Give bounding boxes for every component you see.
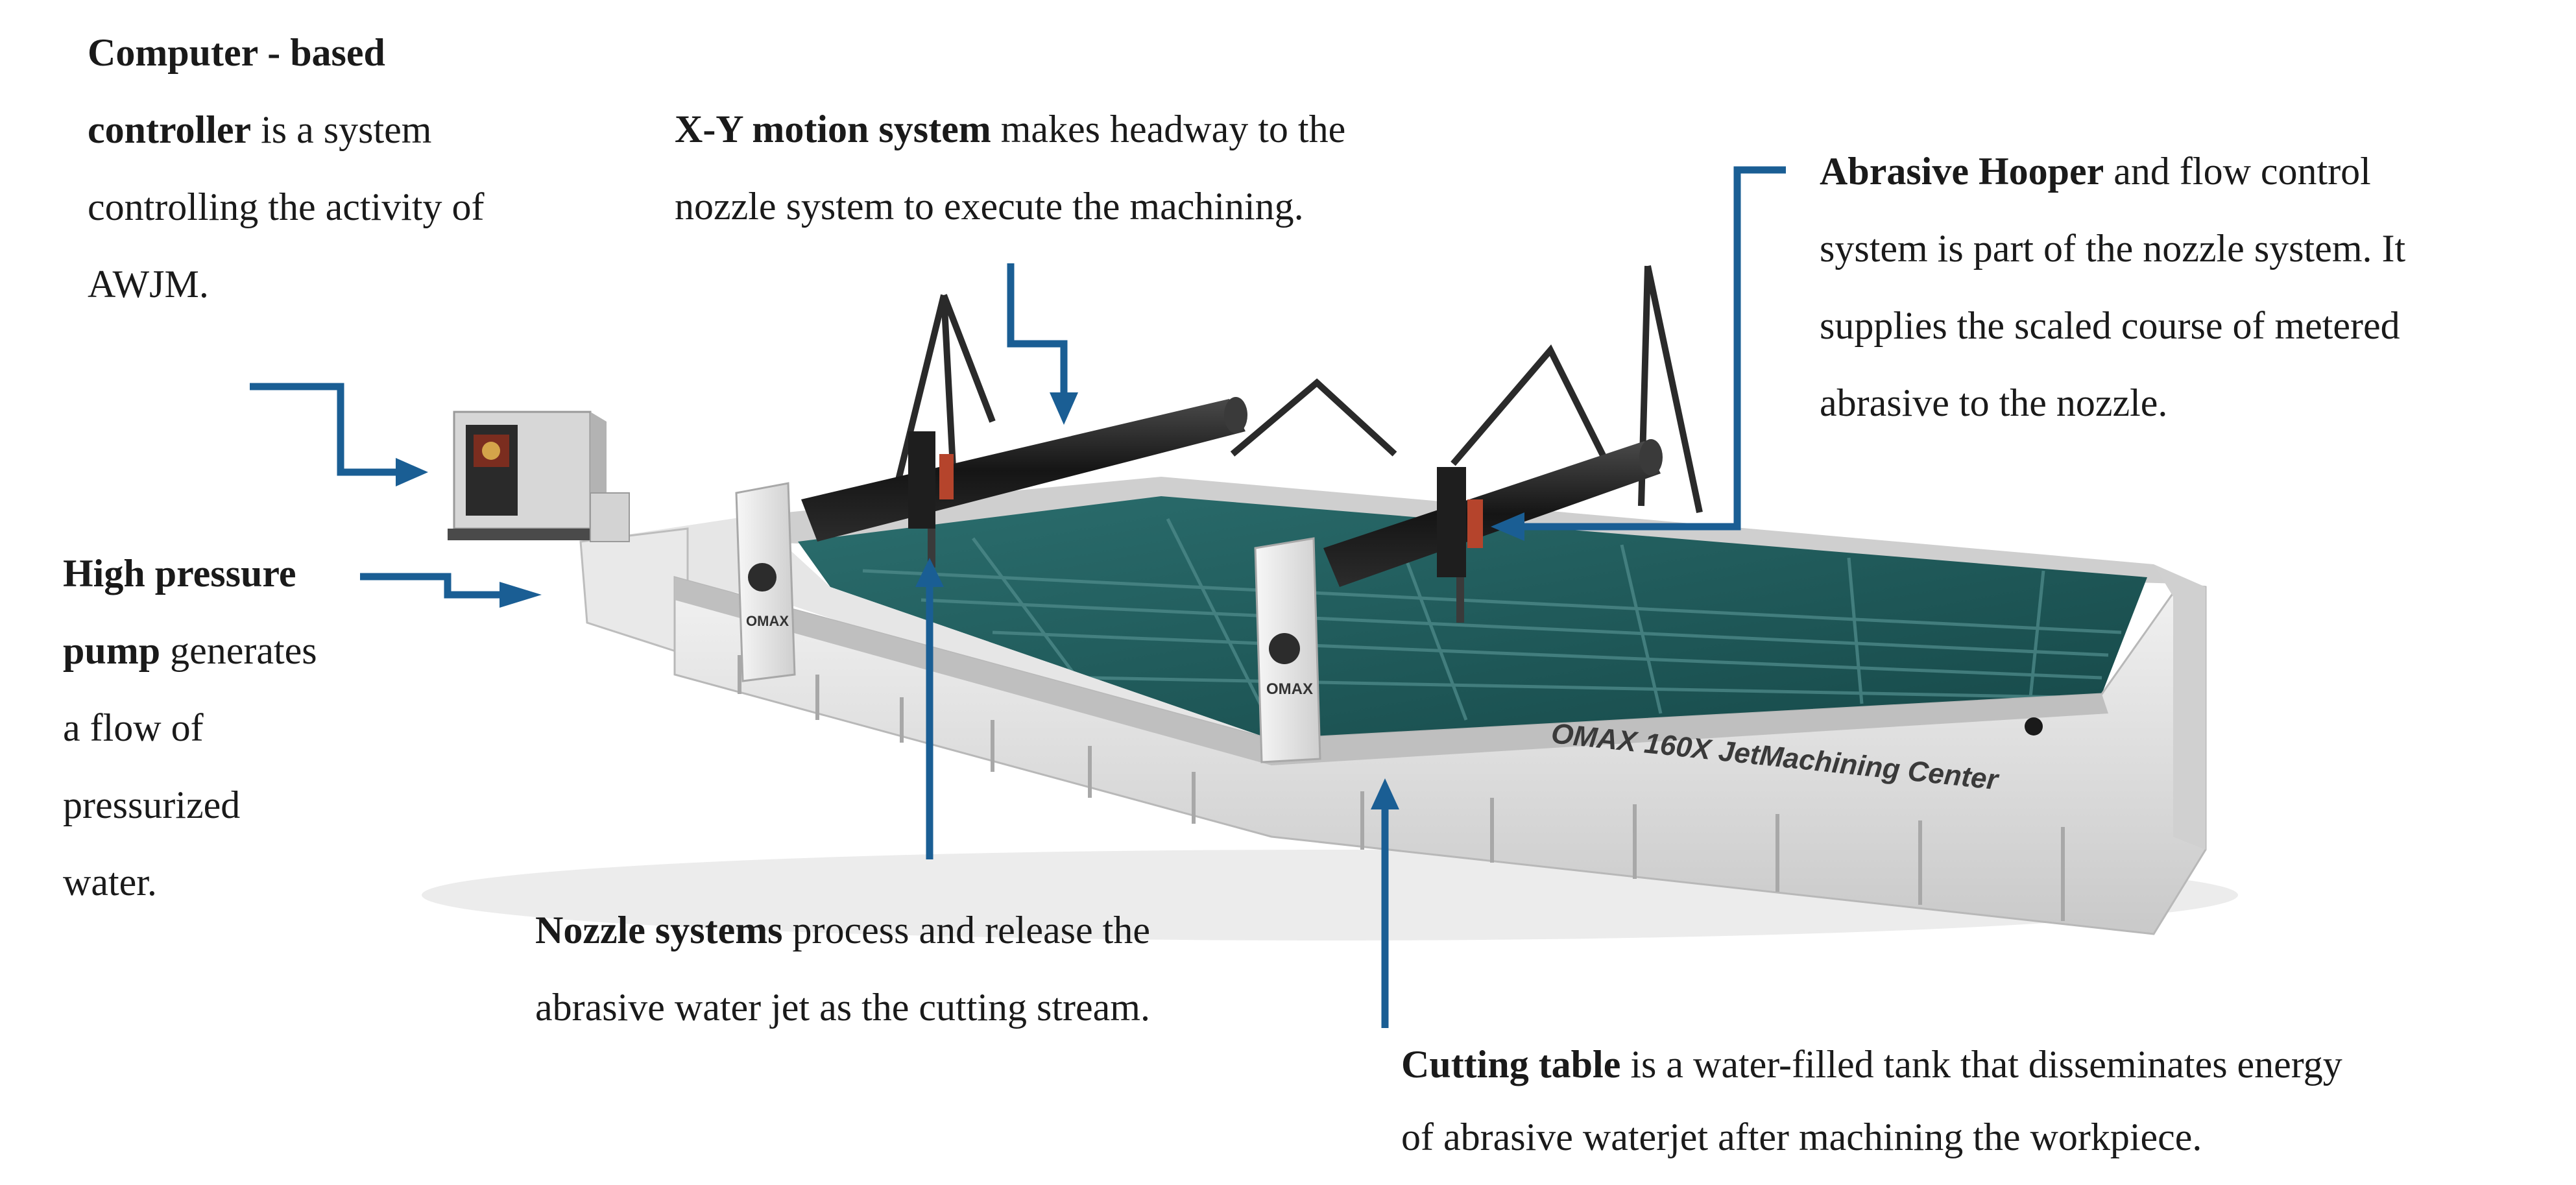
arrow-xy: [1007, 263, 1068, 397]
arrowhead-table: [1371, 778, 1399, 809]
arrowhead-xy: [1050, 392, 1078, 425]
svg-text:OMAX: OMAX: [746, 613, 789, 629]
xy-motion-label: X-Y motion system makes headway to the n…: [675, 91, 1345, 245]
pump-title: High pressure: [63, 552, 296, 595]
pump-text-line: water.: [63, 861, 157, 904]
svg-text:OMAX: OMAX: [1266, 680, 1313, 698]
controller-label: Computer - based controller is a system …: [88, 14, 485, 323]
abrasive-hopper-text-line: supplies the scaled course of metered: [1820, 304, 2400, 347]
front-rail-lip: [675, 577, 2108, 765]
abrasive-hopper-text-line: abrasive to the nozzle.: [1820, 381, 2168, 424]
computer-controller: [448, 411, 630, 542]
gantry-beam-right-end: [1639, 439, 1663, 475]
xy-motion-title: X-Y motion system: [675, 108, 991, 150]
gantry-beam-left-end: [1224, 397, 1247, 433]
high-pressure-pump-label: High pressure pump generates a flow of p…: [63, 535, 317, 921]
nozzle-head-right: [1437, 467, 1483, 623]
pump-text: generates: [160, 629, 317, 672]
skirt-ribs: [738, 655, 2065, 921]
xy-motion-text: makes headway to the: [991, 108, 1346, 150]
nozzle-systems-label: Nozzle systems process and release the a…: [535, 892, 1150, 1046]
controller-title-cont: controller: [88, 108, 252, 151]
controller-text-line: controlling the activity of: [88, 186, 485, 228]
arrow-controller: [250, 383, 402, 476]
cutting-table-text-line: of abrasive waterjet after machining the…: [1401, 1116, 2202, 1158]
cutting-table-title: Cutting table: [1401, 1043, 1621, 1086]
nozzle-head-left: [908, 431, 954, 568]
nozzle-systems-title: Nozzle systems: [535, 909, 783, 952]
nozzle-systems-text: process and release the: [782, 909, 1150, 952]
controller-text: is a system: [251, 108, 432, 151]
abrasive-hopper-text: and flow control: [2104, 150, 2371, 193]
drain-dot: [2025, 717, 2043, 736]
pump-title-cont: pump: [63, 629, 161, 672]
pump-text-line: a flow of: [63, 706, 204, 749]
abrasive-hopper-text-line: system is part of the nozzle system. It: [1820, 227, 2406, 270]
gantry-beam-right: [1323, 441, 1661, 587]
abrasive-hopper-label: Abrasive Hooper and flow control system …: [1820, 133, 2405, 442]
nozzle-systems-text-line: abrasive water jet as the cutting stream…: [535, 986, 1150, 1029]
cutting-table-text: is a water-filled tank that disseminates…: [1620, 1043, 2342, 1086]
gantry-post-mid: OMAX: [1254, 537, 1321, 763]
cutting-table-label: Cutting table is a water-filled tank tha…: [1401, 1028, 2342, 1173]
gantry-post-left: OMAX: [735, 482, 796, 682]
tank-right-end: [2154, 564, 2206, 850]
controller-text-line: AWJM.: [88, 263, 209, 305]
slat-grid: [862, 518, 2122, 728]
pump-text-line: pressurized: [63, 784, 241, 826]
arrow-hopper: [1524, 166, 1786, 531]
arrowhead-controller: [396, 458, 428, 486]
arrowhead-nozzle: [915, 558, 944, 587]
arrow-pump: [360, 573, 503, 599]
abrasive-hopper-title: Abrasive Hooper: [1820, 150, 2104, 193]
controller-title: Computer - based: [88, 31, 385, 74]
xy-motion-text-line: nozzle system to execute the machining.: [675, 185, 1304, 228]
arrowhead-hopper: [1491, 512, 1524, 541]
arrowhead-pump: [500, 582, 542, 608]
